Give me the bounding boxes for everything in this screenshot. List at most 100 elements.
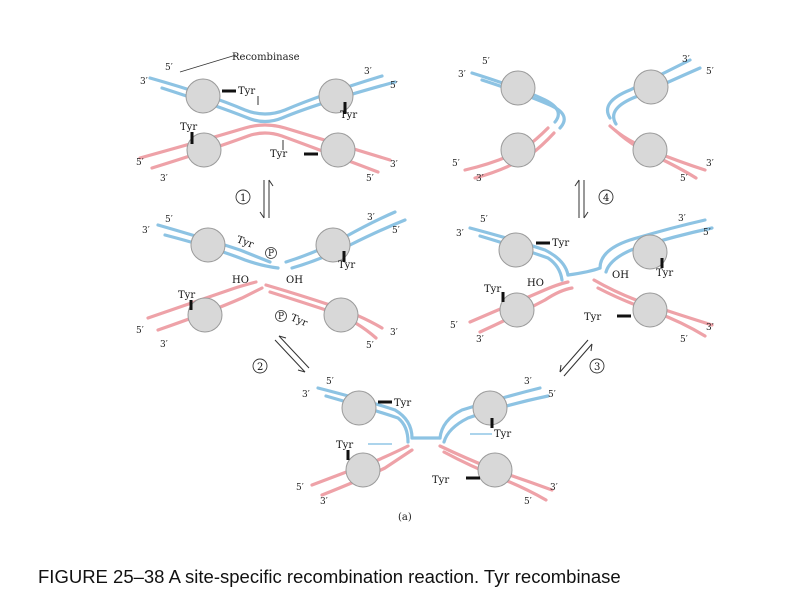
phosphate-icon bbox=[265, 247, 277, 259]
panel-5-complex: Tyr Tyr Tyr Tyr 5′ 3′ 3′ 5′ 5′ 3′ 3′ 5′ bbox=[296, 377, 558, 507]
tyr-label: Tyr bbox=[552, 238, 569, 249]
recombinase-label: Recombinase bbox=[232, 52, 300, 63]
three-prime-label: 3′ bbox=[160, 340, 168, 350]
ho-label: HO bbox=[232, 275, 249, 286]
three-prime-label: 3′ bbox=[678, 214, 686, 224]
five-prime-label: 5′ bbox=[392, 226, 400, 236]
step-4-number: 4 bbox=[603, 193, 609, 204]
three-prime-label: 3′ bbox=[550, 483, 558, 493]
tyr-label: Tyr bbox=[656, 268, 673, 279]
five-prime-label: 5′ bbox=[482, 57, 490, 67]
recombinase-protein bbox=[498, 232, 534, 268]
five-prime-label: 5′ bbox=[524, 497, 532, 507]
tyr-label: Tyr bbox=[394, 398, 411, 409]
five-prime-label: 5′ bbox=[680, 335, 688, 345]
panel-3-complex: 5′ 3′ 3′ 5′ 5′ 3′ 3′ 5′ bbox=[452, 55, 714, 184]
recombinase-protein bbox=[341, 390, 377, 426]
tyr-label: Tyr bbox=[584, 312, 601, 323]
tyr-label: Tyr bbox=[336, 440, 353, 451]
five-prime-label: 5′ bbox=[165, 63, 173, 73]
step-2-arrows: 2 bbox=[252, 335, 310, 374]
recombinase-protein bbox=[632, 292, 668, 328]
three-prime-label: 3′ bbox=[367, 213, 375, 223]
three-prime-label: 3′ bbox=[320, 497, 328, 507]
recombinase-protein bbox=[477, 452, 513, 488]
three-prime-label: 3′ bbox=[140, 77, 148, 87]
three-prime-label: 3′ bbox=[456, 229, 464, 239]
recombinase-protein bbox=[472, 390, 508, 426]
five-prime-label: 5′ bbox=[326, 377, 334, 387]
recombinase-protein bbox=[632, 132, 668, 168]
tyr-label: Tyr bbox=[289, 313, 309, 330]
recombinase-protein bbox=[315, 227, 351, 263]
five-prime-label: 5′ bbox=[390, 81, 398, 91]
recombinase-protein bbox=[500, 70, 536, 106]
step-1-number: 1 bbox=[240, 193, 246, 204]
recombinase-protein bbox=[345, 452, 381, 488]
recombinase-protein bbox=[318, 78, 354, 114]
panel-4-complex: Tyr Tyr HO OH Tyr Tyr 5′ 3′ 3′ 5′ 5′ 3′ … bbox=[450, 214, 714, 345]
five-prime-label: 5′ bbox=[450, 321, 458, 331]
three-prime-label: 3′ bbox=[302, 390, 310, 400]
five-prime-label: 5′ bbox=[548, 390, 556, 400]
phosphate-label: P bbox=[278, 312, 284, 322]
step-2-number: 2 bbox=[257, 362, 263, 373]
step-1-arrows: 1 bbox=[235, 179, 274, 219]
three-prime-label: 3′ bbox=[390, 328, 398, 338]
five-prime-label: 5′ bbox=[366, 341, 374, 351]
oh-label: OH bbox=[612, 270, 629, 281]
five-prime-label: 5′ bbox=[136, 158, 144, 168]
tyr-label: Tyr bbox=[484, 284, 501, 295]
three-prime-label: 3′ bbox=[524, 377, 532, 387]
five-prime-label: 5′ bbox=[680, 174, 688, 184]
tyr-label: Tyr bbox=[494, 429, 511, 440]
tyr-label: Tyr bbox=[238, 86, 255, 97]
tyr-label: Tyr bbox=[180, 122, 197, 133]
three-prime-label: 3′ bbox=[706, 159, 714, 169]
tyr-label: Tyr bbox=[340, 110, 357, 121]
step-3-arrows: 3 bbox=[559, 339, 605, 377]
phosphate-icon bbox=[275, 310, 287, 322]
five-prime-label: 5′ bbox=[452, 159, 460, 169]
five-prime-label: 5′ bbox=[165, 215, 173, 225]
recombinase-protein bbox=[320, 132, 356, 168]
five-prime-label: 5′ bbox=[366, 174, 374, 184]
recombinase-protein bbox=[185, 78, 221, 114]
three-prime-label: 3′ bbox=[458, 70, 466, 80]
recombinase-protein bbox=[187, 297, 223, 333]
recombinase-protein bbox=[632, 234, 668, 270]
recombinase-protein bbox=[499, 292, 535, 328]
figure-caption: FIGURE 25–38 A site-specific recombinati… bbox=[38, 566, 621, 587]
three-prime-label: 3′ bbox=[476, 335, 484, 345]
recombinase-protein bbox=[186, 132, 222, 168]
five-prime-label: 5′ bbox=[480, 215, 488, 225]
ho-label: HO bbox=[527, 278, 544, 289]
recombinase-protein bbox=[323, 297, 359, 333]
three-prime-label: 3′ bbox=[706, 323, 714, 333]
oh-label: OH bbox=[286, 275, 303, 286]
three-prime-label: 3′ bbox=[364, 67, 372, 77]
tyr-label: Tyr bbox=[178, 290, 195, 301]
five-prime-label: 5′ bbox=[136, 326, 144, 336]
recombinase-protein bbox=[633, 69, 669, 105]
panel-label: (a) bbox=[398, 512, 412, 523]
three-prime-label: 3′ bbox=[476, 174, 484, 184]
step-4-arrows: 4 bbox=[574, 179, 614, 219]
tyr-label: Tyr bbox=[270, 149, 287, 160]
three-prime-label: 3′ bbox=[160, 174, 168, 184]
recombinase-protein bbox=[190, 227, 226, 263]
five-prime-label: 5′ bbox=[706, 67, 714, 77]
step-3-number: 3 bbox=[594, 362, 600, 373]
tyr-label: Tyr bbox=[338, 260, 355, 271]
phosphate-label: P bbox=[268, 249, 274, 259]
three-prime-label: 3′ bbox=[390, 160, 398, 170]
panel-2-complex: Tyr P Tyr HO OH Tyr P Tyr 5′ 3′ 3′ 5′ 5′… bbox=[136, 210, 407, 351]
tyr-label: Tyr bbox=[432, 475, 449, 486]
five-prime-label: 5′ bbox=[703, 228, 711, 238]
panel-1-complex: Recombinase Tyr Tyr Tyr Tyr 5′ 3′ 3′ 5′ … bbox=[136, 52, 398, 184]
recombinase-protein bbox=[500, 132, 536, 168]
three-prime-label: 3′ bbox=[682, 55, 690, 65]
three-prime-label: 3′ bbox=[142, 226, 150, 236]
five-prime-label: 5′ bbox=[296, 483, 304, 493]
